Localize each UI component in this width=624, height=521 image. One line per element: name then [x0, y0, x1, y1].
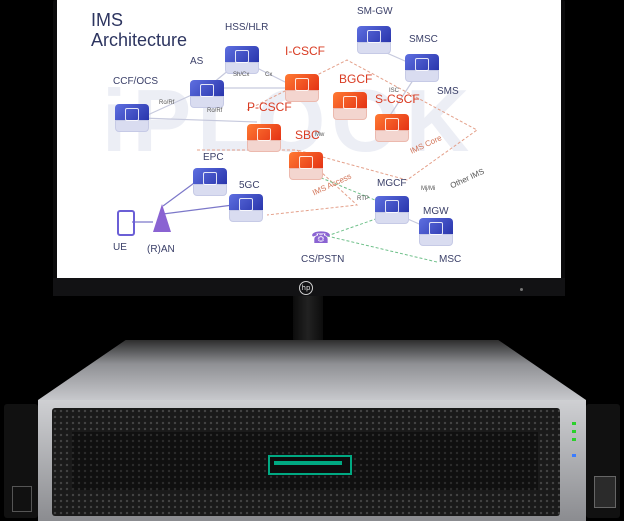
smgw-box [357, 26, 391, 56]
label-sbc: SBC [295, 128, 320, 142]
bgcf-box [333, 92, 367, 122]
icscf-icon [295, 78, 309, 91]
server-top-cover [38, 340, 586, 400]
label-smgw: SM-GW [357, 6, 393, 17]
mgcf-box [375, 196, 409, 226]
icscf-box [285, 74, 319, 104]
pcscf-box [247, 124, 281, 154]
monitor-screen: iPLOOK IMS Architecture [57, 0, 561, 278]
label-ccf: CCF/OCS [113, 76, 158, 87]
label-sms: SMS [437, 86, 459, 97]
diagram-title: IMS Architecture [91, 10, 187, 50]
hpe-logo-icon [268, 455, 352, 475]
label-scscf: S-CSCF [375, 92, 420, 106]
label-icscf: I-CSCF [285, 44, 325, 58]
telephone-icon: ☎ [311, 230, 331, 247]
hp-logo-icon: hp [299, 281, 313, 295]
server-id-tag [12, 486, 32, 512]
ccf-box [115, 104, 149, 134]
label-ran: (R)AN [147, 244, 175, 255]
server-left-ear [4, 404, 38, 518]
database-icon [235, 50, 249, 63]
label-as: AS [190, 56, 204, 67]
label-mgcf: MGCF [377, 178, 407, 189]
label-mgw: MGW [423, 206, 449, 217]
epc-icon [203, 172, 217, 185]
link-label-isc: ISC [389, 88, 400, 94]
sbc-icon [299, 156, 313, 169]
as-icon [200, 84, 214, 97]
status-led-icon [572, 430, 576, 433]
status-led-icon [572, 422, 576, 425]
antenna-icon [153, 204, 171, 232]
label-hss: HSS/HLR [225, 22, 269, 33]
sbc-box [289, 152, 323, 182]
label-msc: MSC [439, 254, 462, 265]
server-model-tag [594, 476, 616, 508]
bgcf-icon [343, 96, 357, 109]
smsc-box [405, 54, 439, 84]
label-5gc: 5GC [239, 180, 260, 191]
link-label-ro-rf-2: Ro/Rf [207, 108, 223, 114]
title-line-1: IMS [91, 10, 124, 30]
link-label-mw: Mw [315, 132, 325, 138]
charging-icon [125, 108, 139, 121]
title-line-2: Architecture [91, 30, 188, 50]
link-label-sh-cx: Sh/Cx [233, 72, 250, 78]
epc-box [193, 168, 227, 198]
server-right-ear [586, 404, 620, 518]
uid-led-icon [572, 454, 576, 457]
label-ue: UE [113, 242, 127, 253]
hss-box [225, 46, 259, 76]
link-label-rtp: RTP [357, 196, 369, 202]
mgcf-icon [385, 200, 399, 213]
link-label-ro-rf: Ro/Rf [159, 100, 175, 106]
status-led-icon [572, 438, 576, 441]
scscf-icon [385, 118, 399, 131]
message-icon [415, 58, 429, 71]
pcscf-icon [257, 128, 271, 141]
gateway-icon [367, 30, 381, 43]
media-gateway-icon [429, 222, 443, 235]
label-epc: EPC [203, 152, 224, 163]
monitor-chin: hp [53, 278, 565, 296]
link-label-mj-mi: Mj/Mi [421, 186, 436, 192]
5gc-icon [239, 198, 253, 211]
link-label-cx: Cx [265, 72, 273, 78]
label-cspstn: CS/PSTN [301, 254, 345, 265]
phone-icon [117, 210, 135, 236]
link-ran-5gc [162, 204, 234, 215]
label-smsc: SMSC [409, 34, 438, 45]
scscf-box [375, 114, 409, 144]
rack-server [0, 340, 624, 521]
as-box [190, 80, 224, 110]
5gc-box [229, 194, 263, 224]
label-bgcf: BGCF [339, 72, 373, 86]
mgw-box [419, 218, 453, 248]
link-ccf-pcscf [140, 117, 258, 123]
monitor: iPLOOK IMS Architecture [53, 0, 565, 296]
link-pstn-msc [326, 235, 438, 263]
link-sbc-mgcf [306, 171, 388, 206]
power-indicator-icon [520, 288, 523, 291]
label-pcscf: P-CSCF [247, 100, 292, 114]
